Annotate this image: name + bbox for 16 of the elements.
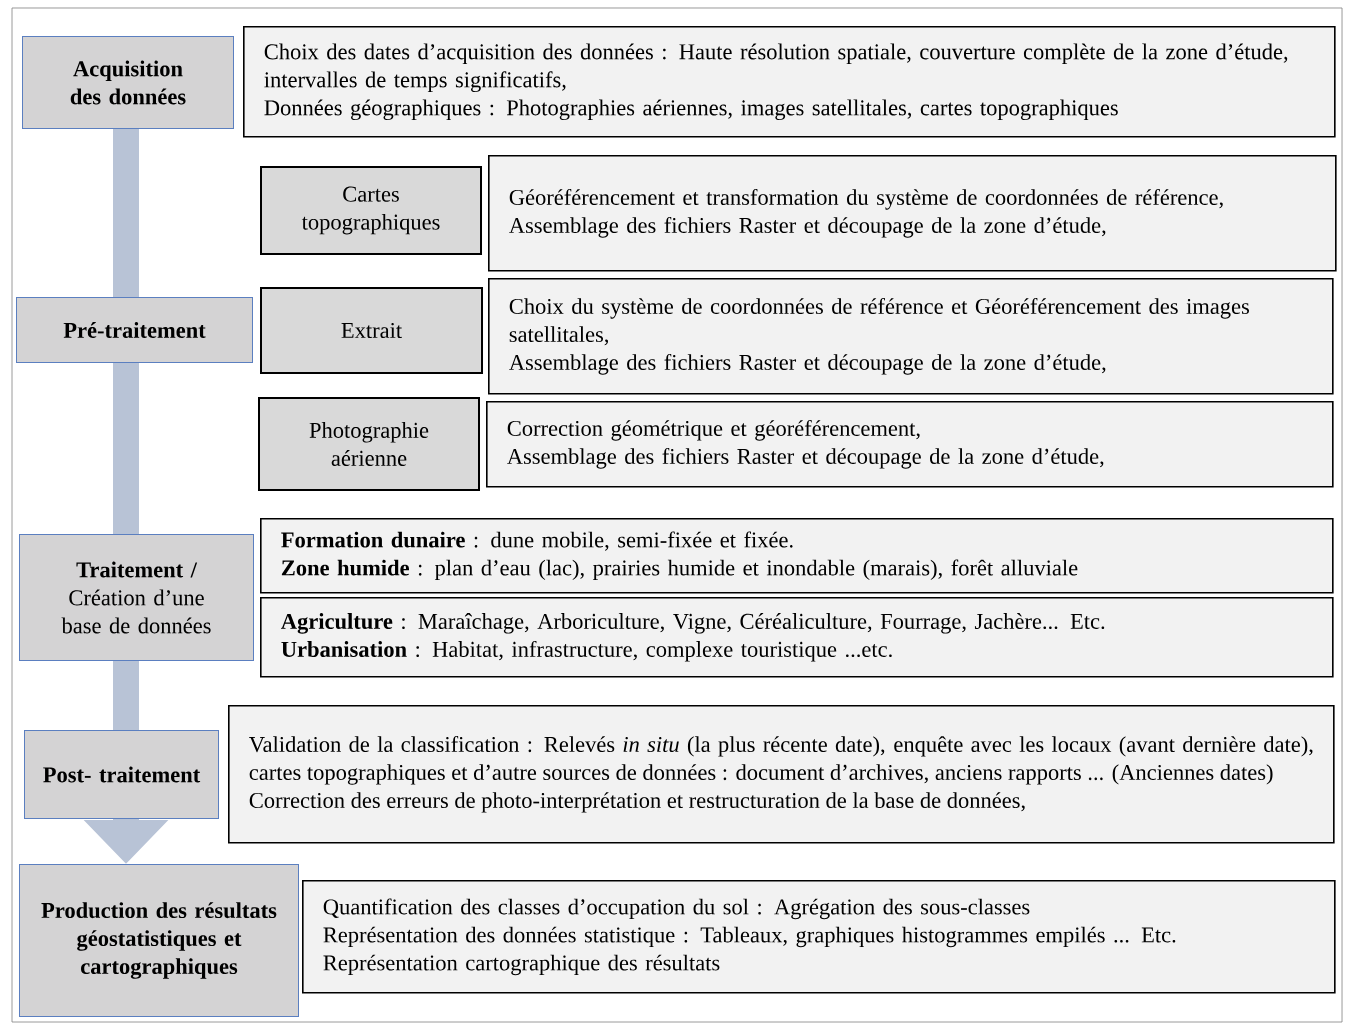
description-box: Choix des dates d’acquisition des données : Haute résolution spatiale, couverture complète de la zone d’étude, intervalles de temps significatifs, Données géographiques : Photographies aériennes, images satellitales, cartes topographiques [243,26,1336,138]
description-box: Quantification des classes d’occupation du sol : Agrégation des sous-classes Représentation des données statistique : Tableaux, graphiques histogrammes empilés ... Etc. Représentation cartographique des résultats [302,880,1336,994]
source-box: Cartes topographiques [260,166,482,255]
step-box: Pré-traitement [16,297,253,363]
step-box: Traitement / Création d’une base de données [19,534,254,661]
description-box: Agriculture : Maraîchage, Arboriculture, Vigne, Céréaliculture, Fourrage, Jachère... Etc. Urbanisation : Habitat, infrastructure, complexe touristique ...etc. [260,597,1334,678]
description-box: Choix du système de coordonnées de référence et Géoréférencement des images satellitales, Assemblage des fichiers Raster et découpage de la zone d’étude, [488,278,1334,395]
source-box: Extrait [260,287,483,374]
description-box: Formation dunaire : dune mobile, semi-fixée et fixée. Zone humide : plan d’eau (lac), prairies humide et inondable (marais), forêt alluviale [260,518,1334,594]
description-box: Correction géométrique et géoréférencement, Assemblage des fichiers Raster et découpage de la zone d’étude, [486,401,1334,488]
description-box: Géoréférencement et transformation du système de coordonnées de référence, Assemblage des fichiers Raster et découpage de la zone d’étude, [488,155,1337,272]
source-box: Photographie aérienne [258,397,480,491]
step-box: Post- traitement [24,730,219,819]
step-box: Production des résultats géostatistiques et cartographiques [19,864,299,1017]
step-box: Acquisition des données [22,36,234,129]
description-box: Validation de la classification : Relevés in situ (la plus récente date), enquête avec les locaux (avant dernière date), cartes topographiques et d’autre sources de données : document d’archives, anciens rapports ... (Anciennes dates) Correction des erreurs de photo-interprétation et restructuration de la base de données, [228,705,1335,844]
